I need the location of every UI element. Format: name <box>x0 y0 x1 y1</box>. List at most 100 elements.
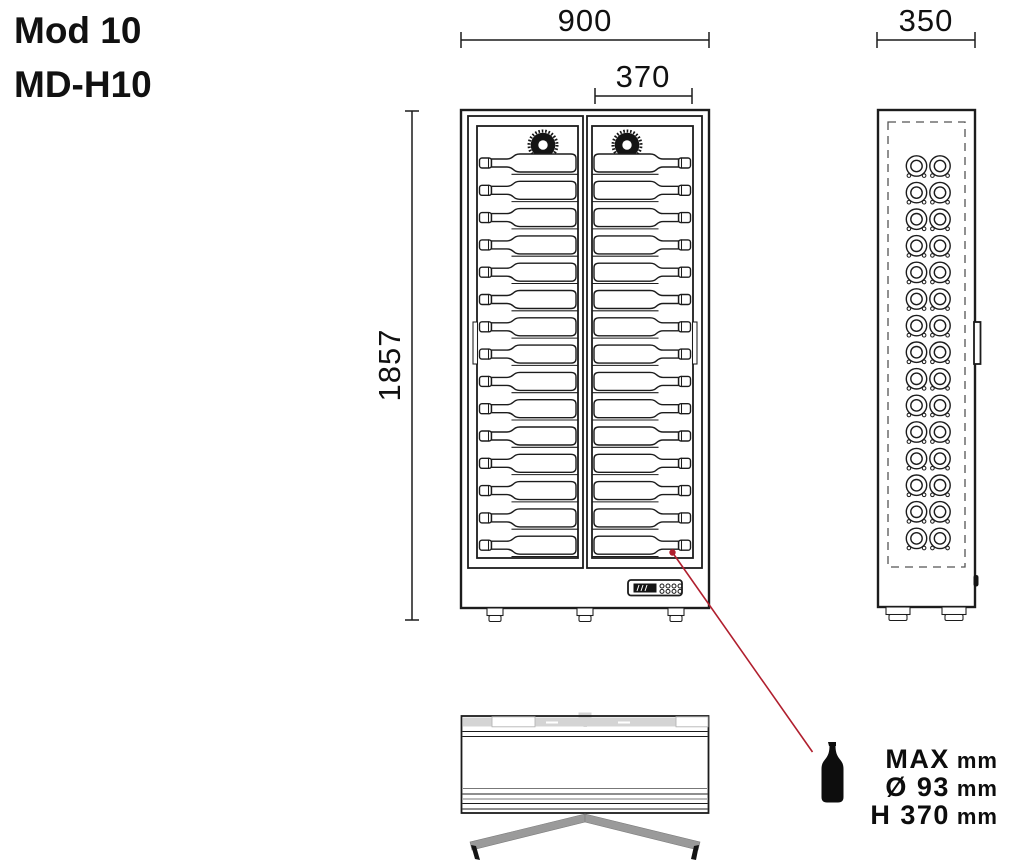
bottle-row <box>478 289 578 312</box>
bottle-row <box>592 399 692 421</box>
bottle-row <box>478 180 578 203</box>
bottle-end-icon <box>905 394 928 418</box>
bottle-cap <box>677 403 692 415</box>
bottle <box>593 317 680 337</box>
bottle-cap <box>478 457 493 469</box>
bottle <box>490 480 577 501</box>
bottle-row <box>478 344 578 366</box>
bottle <box>593 180 680 200</box>
bottle-end-icon <box>929 288 951 311</box>
bottle-cap <box>677 348 692 360</box>
bottle-end-icon <box>905 527 928 551</box>
cabinet-body <box>459 108 711 610</box>
bottle-row <box>478 535 578 558</box>
bottle <box>593 426 680 446</box>
bottle <box>490 371 577 392</box>
bottle <box>490 508 577 528</box>
bottle-row <box>592 344 692 366</box>
bottle-cap <box>478 184 493 197</box>
bottle <box>593 153 680 173</box>
dim-370: 370 <box>594 59 693 104</box>
bottle <box>593 480 680 501</box>
bottle-end-icon <box>905 341 928 365</box>
bottle-end-icon <box>905 500 928 524</box>
bottle-cap <box>478 211 493 224</box>
door-handle <box>472 321 479 365</box>
bottle-end-icon <box>929 181 951 205</box>
bottle-end-icon <box>929 500 951 524</box>
bottle-cap <box>677 239 692 251</box>
bottle-end-icon <box>905 288 928 311</box>
leader-line <box>669 549 814 753</box>
bottle-cap <box>677 457 692 469</box>
cabinet-foot <box>885 606 911 622</box>
bottle-cap <box>677 266 692 278</box>
model-title: Mod 10 MD-H10 <box>14 4 152 112</box>
bottle-end-icon <box>905 234 928 258</box>
open-door-right <box>584 813 701 851</box>
model-name: Mod 10 <box>14 10 142 51</box>
left-door <box>467 115 584 569</box>
bottle-row <box>592 262 692 285</box>
bottle-row <box>592 426 692 448</box>
hinge-pin <box>973 575 979 587</box>
bottle-row <box>592 153 692 175</box>
bottle-row <box>592 453 692 476</box>
bottle-cap <box>478 321 493 333</box>
control-buttons <box>659 583 683 594</box>
bottle-cap <box>677 293 692 306</box>
bottle-cap <box>478 375 493 388</box>
bottle-cap <box>478 430 493 442</box>
bottle-row <box>478 453 578 476</box>
bottle <box>490 180 577 200</box>
front-feet <box>486 607 685 623</box>
hinge-detail <box>578 712 592 718</box>
bottle-row <box>478 508 578 530</box>
panel-button <box>665 588 671 594</box>
bottle <box>490 207 577 228</box>
bottle-cap <box>677 157 692 169</box>
bottle <box>490 535 577 555</box>
bottle <box>593 289 680 310</box>
plan-body <box>460 715 710 814</box>
panel-button <box>677 588 683 594</box>
cabinet-foot <box>486 607 504 623</box>
bottle-end-icon <box>929 474 951 498</box>
trim-notch-right <box>675 716 709 728</box>
dim-350: 350 <box>876 3 976 48</box>
panel-button <box>677 583 683 589</box>
top-view <box>460 712 710 860</box>
dim-1857: 1857 <box>372 110 419 621</box>
side-body <box>876 108 977 609</box>
bottle-end-icon <box>929 234 951 258</box>
bottle-cap <box>478 512 493 524</box>
bottle-row <box>478 207 578 230</box>
bottle-end-icon <box>929 208 951 232</box>
bottle-row <box>478 480 578 503</box>
dim-370-label: 370 <box>616 59 671 94</box>
bottle-row <box>592 480 692 503</box>
bottle-row <box>592 180 692 203</box>
bottle-end-icon <box>929 447 951 471</box>
bottle <box>593 399 680 419</box>
bottle <box>490 262 577 282</box>
bottle <box>593 235 680 255</box>
bottle-end-icon <box>929 367 951 391</box>
panel-button <box>671 588 677 594</box>
bottle <box>593 344 680 364</box>
bottle-end-icon <box>905 474 928 498</box>
bottle-cap <box>478 539 493 551</box>
bottle <box>593 262 680 282</box>
bottle-end-icon <box>929 261 951 285</box>
display <box>633 583 657 593</box>
bottle-end-icon <box>929 155 951 178</box>
dim-350-label: 350 <box>899 3 954 38</box>
bottle <box>490 235 577 255</box>
bottle-row <box>592 317 692 339</box>
panel-button <box>659 588 665 594</box>
door-foot-left <box>471 845 480 860</box>
bottle-end-icon <box>929 527 951 551</box>
